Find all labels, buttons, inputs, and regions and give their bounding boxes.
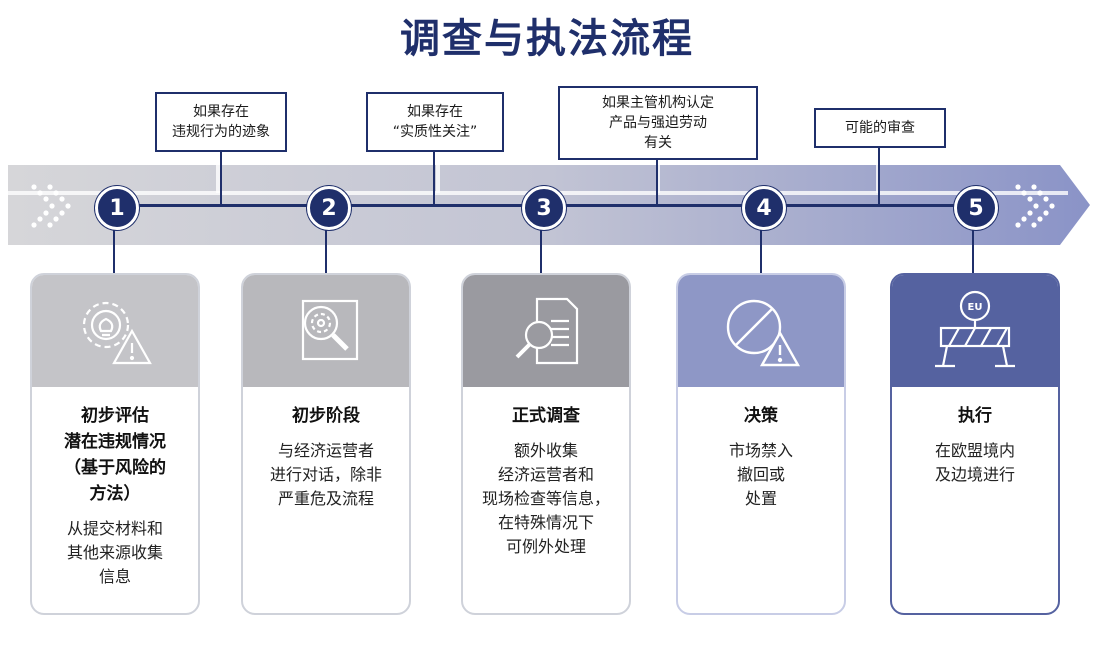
condition-callout: 可能的审查 [814, 108, 946, 148]
step-description: 市场禁入 撤回或 处置 [728, 441, 793, 508]
step-description: 在欧盟境内 及边境进行 [934, 441, 1015, 484]
card-header [463, 275, 629, 387]
step-card-5: EU 执行 在欧盟境内 及边境进行 [890, 273, 1060, 615]
condition-callout: 如果存在 违规行为的迹象 [155, 92, 287, 152]
connector-line [325, 224, 327, 274]
step-number-badge: 4 [742, 186, 786, 230]
search-gear-icon [301, 299, 359, 361]
step-description: 从提交材料和 其他来源收集 信息 [66, 519, 163, 586]
condition-connector [220, 150, 222, 206]
step-number-badge: 2 [307, 186, 351, 230]
card-header [678, 275, 844, 387]
condition-connector [878, 146, 880, 206]
condition-connector [656, 158, 658, 206]
card-header [243, 275, 409, 387]
step-title: 正式调查 [512, 406, 580, 426]
step-description: 与经济运营者 进行对话，除非 严重危及流程 [269, 441, 382, 508]
connector-line [540, 224, 542, 274]
chevron-right-icon [31, 184, 71, 228]
card-header: EU [892, 275, 1058, 387]
step-description: 额外收集 经济运营者和 现场检查等信息， 在特殊情况下 可例外处理 [481, 441, 610, 556]
connector-line [760, 224, 762, 274]
step-title: 初步阶段 [292, 406, 360, 426]
gear-bulb-warning-icon [82, 301, 152, 365]
step-number-badge: 3 [522, 186, 566, 230]
card-header [32, 275, 198, 387]
svg-text:EU: EU [968, 302, 983, 313]
condition-callout: 如果主管机构认定 产品与强迫劳动 有关 [558, 86, 758, 160]
eu-barrier-icon: EU [935, 290, 1015, 368]
step-title: 执行 [958, 406, 992, 426]
document-magnifier-icon [515, 297, 579, 365]
step-number-badge: 5 [954, 186, 998, 230]
condition-text: 可能的审查 [845, 120, 915, 136]
step-number-badge: 1 [95, 186, 139, 230]
condition-text: 如果主管机构认定 产品与强迫劳动 有关 [602, 95, 714, 151]
connector-line [113, 224, 115, 274]
prohibited-warning-icon [726, 299, 801, 367]
step-card-3: 正式调查 额外收集 经济运营者和 现场检查等信息， 在特殊情况下 可例外处理 [461, 273, 631, 615]
step-card-2: 初步阶段 与经济运营者 进行对话，除非 严重危及流程 [241, 273, 411, 615]
condition-callout: 如果存在 “实质性关注” [366, 92, 504, 152]
step-card-1: 初步评估 潜在违规情况 （基于风险的 方法） 从提交材料和 其他来源收集 信息 [30, 273, 200, 615]
step-title: 决策 [744, 406, 778, 426]
condition-text: 如果存在 “实质性关注” [392, 104, 478, 140]
step-title: 初步评估 潜在违规情况 （基于风险的 方法） [64, 406, 166, 504]
step-card-4: 决策 市场禁入 撤回或 处置 [676, 273, 846, 615]
page-title: 调查与执法流程 [400, 16, 694, 62]
chevron-right-icon [1015, 184, 1055, 228]
condition-connector [433, 150, 435, 206]
connector-line [972, 224, 974, 274]
condition-text: 如果存在 违规行为的迹象 [172, 104, 270, 140]
